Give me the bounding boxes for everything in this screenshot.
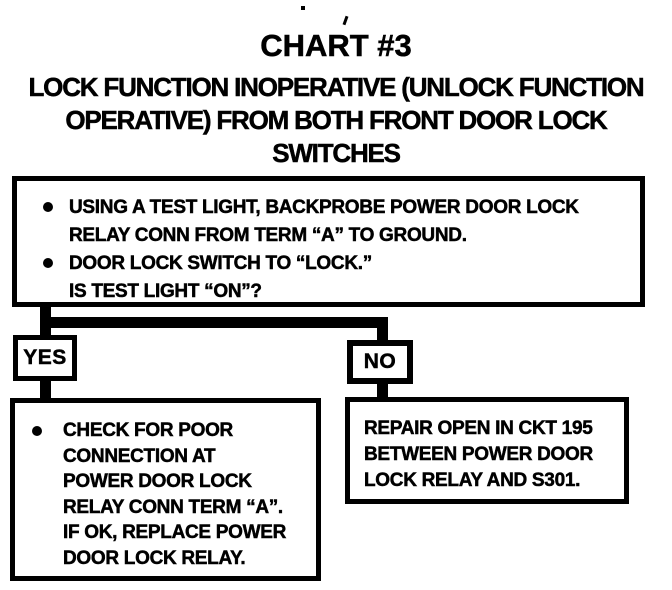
chart-subtitle: LOCK FUNCTION INOPERATIVE (UNLOCK FUNCTI… (0, 71, 672, 170)
yes-result-line: RELAY CONN TERM “A”. (63, 496, 284, 518)
subtitle-line: LOCK FUNCTION INOPERATIVE (UNLOCK FUNCTI… (28, 72, 645, 103)
bullet-item: CHECK FOR POOR CONNECTION AT POWER DOOR … (32, 418, 310, 571)
question-line: USING A TEST LIGHT, BACKPROBE POWER DOOR… (69, 197, 580, 219)
yes-result-line: POWER DOOR LOCK (63, 471, 252, 492)
chart-title: CHART #3 (260, 28, 412, 64)
connector-yes-stem (40, 378, 51, 400)
scan-speck (301, 6, 305, 10)
no-label-box: NO (347, 340, 413, 384)
yes-label-box: YES (13, 335, 77, 381)
bullet-icon (43, 258, 53, 268)
yes-result-line: CHECK FOR POOR (63, 420, 234, 441)
question-line: RELAY CONN FROM TERM “A” TO GROUND. (69, 225, 467, 247)
bullet-item: USING A TEST LIGHT, BACKPROBE POWER DOOR… (43, 194, 632, 250)
subtitle-line: OPERATIVE) FROM BOTH FRONT DOOR LOCK (65, 105, 608, 136)
yes-result-line: CONNECTION AT (63, 445, 216, 467)
bullet-item: DOOR LOCK SWITCH TO “LOCK.” IS TEST LIGH… (43, 250, 632, 306)
no-label: NO (363, 350, 397, 374)
yes-result-line: DOOR LOCK RELAY. (63, 547, 246, 569)
scan-speck (342, 15, 349, 26)
bullet-gap (42, 418, 63, 571)
subtitle-line: SWITCHES (272, 138, 401, 169)
no-result-box: REPAIR OPEN IN CKT 195 BETWEEN POWER DOO… (345, 397, 629, 504)
no-result-line: REPAIR OPEN IN CKT 195 (364, 418, 593, 440)
no-result-line: BETWEEN POWER DOOR (364, 444, 594, 466)
yes-result-box: CHECK FOR POOR CONNECTION AT POWER DOOR … (10, 398, 321, 581)
question-line: DOOR LOCK SWITCH TO “LOCK.” (69, 253, 373, 275)
yes-result-line: IF OK, REPLACE POWER (63, 522, 287, 543)
connector-no-stem (377, 381, 388, 399)
question-line: IS TEST LIGHT “ON”? (69, 281, 263, 303)
bullet-icon (32, 426, 42, 436)
bullet-gap (53, 194, 69, 250)
yes-label: YES (23, 346, 67, 370)
connector-no-vertical (377, 325, 388, 342)
no-result-line: LOCK RELAY AND S301. (364, 470, 581, 492)
question-box: USING A TEST LIGHT, BACKPROBE POWER DOOR… (12, 176, 645, 307)
connector-horizontal-bar (40, 317, 388, 328)
bullet-icon (43, 202, 53, 212)
bullet-gap (53, 250, 69, 306)
